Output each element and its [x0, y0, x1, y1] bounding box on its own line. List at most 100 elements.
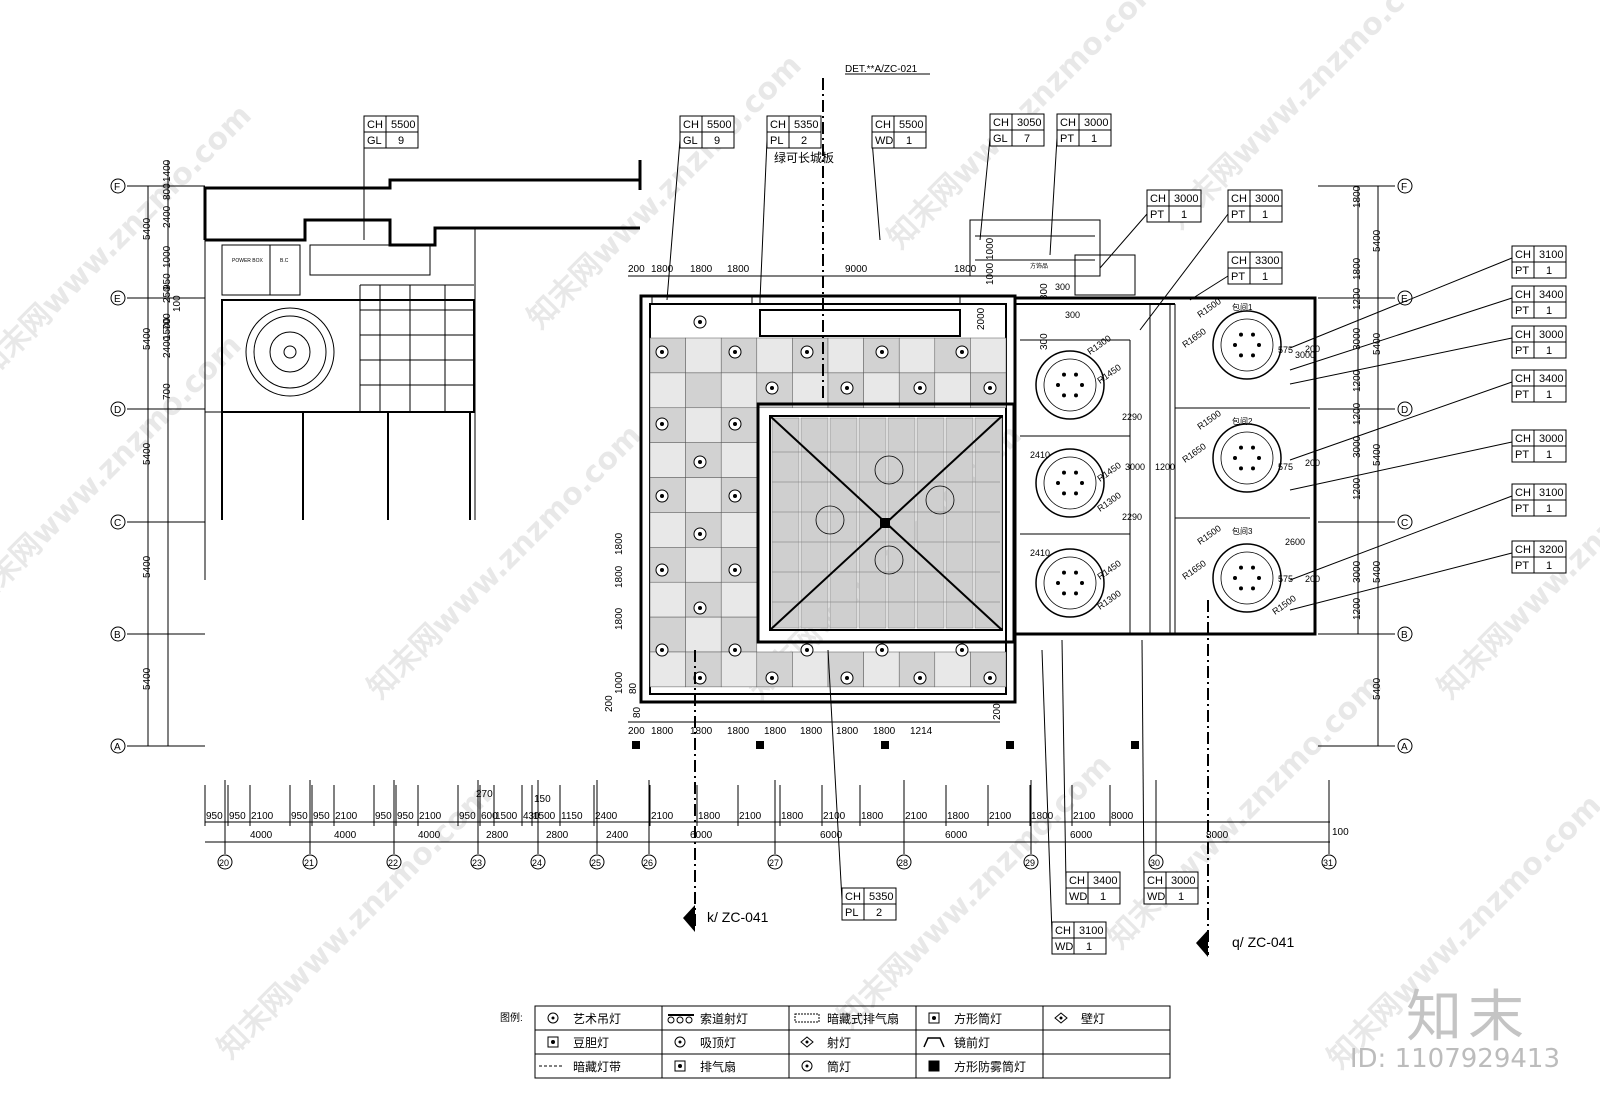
- grid-label-right: F: [1401, 182, 1407, 193]
- inner-panel: [974, 417, 1003, 629]
- room-dim-label: 2290: [1122, 412, 1142, 422]
- room-label: 包间3: [1232, 526, 1253, 536]
- tag-cell: [788, 131, 822, 149]
- grid-label-bottom: 20: [219, 858, 229, 868]
- round-ceiling-inner: [1220, 431, 1274, 485]
- dim-text-left: 1000: [162, 245, 173, 268]
- tag-key: CH: [1515, 249, 1531, 261]
- room-dim-label: 575: [1278, 574, 1293, 584]
- dim-text-center-left: 1800: [614, 565, 625, 588]
- central-hall-plan: [639, 294, 1017, 704]
- ceiling-lamp-icon: [674, 1036, 686, 1048]
- dim-text-center-bottom: 200: [628, 726, 645, 737]
- tag-key: GL: [993, 133, 1008, 145]
- dim-text-fine: 2100: [651, 811, 674, 822]
- ceiling-lamp-dot: [918, 676, 922, 680]
- dim-text-center-left: 80: [628, 682, 639, 694]
- grid-bubble-bottom: [530, 854, 546, 870]
- tag-value: 5500: [707, 119, 731, 131]
- dim-text-main: 4000: [418, 830, 441, 841]
- dim-text-fine: 2100: [419, 811, 442, 822]
- plan-right-label: 方饰品: [1030, 262, 1048, 270]
- tag-value: 3100: [1539, 487, 1563, 499]
- ceiling-tile: [934, 651, 971, 688]
- ceiling-lamp-dot: [660, 350, 664, 354]
- grid-label-right: D: [1401, 405, 1408, 416]
- dim-text-left: 5400: [142, 555, 153, 578]
- ceiling-tile: [649, 372, 686, 409]
- dim-text-small: 100: [1332, 827, 1349, 838]
- dim-text-center-small: 200: [992, 703, 1003, 720]
- watermark-text: 知末网www.znzmo.com: [0, 328, 249, 616]
- legend-label: 方形防雾筒灯: [954, 1059, 1026, 1074]
- dim-text-center-top: 9000: [845, 264, 868, 275]
- grid-bubble-right: [1397, 401, 1413, 417]
- legend-label: 射灯: [827, 1035, 851, 1050]
- grid-label-right: B: [1401, 630, 1408, 641]
- pendant-bulb: [1257, 343, 1261, 347]
- tag-cell: [1078, 129, 1112, 147]
- legend-icon-dot: [932, 1064, 936, 1068]
- watermark-text: 知末网www.znzmo.com: [521, 48, 809, 336]
- tag-leader: [1289, 552, 1513, 611]
- section-mark-q: q/ ZC-041: [1232, 934, 1294, 950]
- pendant-bulb: [1056, 581, 1060, 585]
- radius-label: R1500: [1195, 296, 1222, 319]
- legend-icon-dot: [805, 1064, 809, 1068]
- pendant-icon: [547, 1012, 559, 1024]
- ceiling-lamp-dot: [770, 386, 774, 390]
- ceiling-lamp-dot: [698, 532, 702, 536]
- tag-value: 3000: [1539, 329, 1563, 341]
- ceiling-tile: [756, 337, 793, 374]
- dim-text-main: 2400: [606, 830, 629, 841]
- grid-bubble-left: [110, 626, 126, 642]
- dim-text-left: 5400: [142, 327, 153, 350]
- tag-cell: [1165, 887, 1199, 905]
- dim-text-center-top: 1800: [727, 264, 750, 275]
- dim-text-fine: 2100: [251, 811, 274, 822]
- section-mark-k: k/ ZC-041: [707, 909, 769, 925]
- grid-label-right: E: [1401, 294, 1408, 305]
- grid-label-left: E: [114, 294, 121, 305]
- brand-watermark: 知末: [1406, 985, 1530, 1050]
- ceiling-tile: [970, 337, 1007, 374]
- column-marker: [881, 741, 889, 749]
- legend-label: 筒灯: [827, 1059, 851, 1074]
- tag-value: 3000: [1255, 193, 1279, 205]
- ceiling-lamp-dot: [880, 648, 884, 652]
- dim-text-fine: 8000: [1111, 811, 1134, 822]
- left-wing-plan: POWER BOX B.C: [203, 160, 642, 580]
- tag-value: 7: [1024, 133, 1030, 145]
- pendant-bulb: [1074, 470, 1078, 475]
- dim-text-left: 250: [162, 286, 173, 303]
- tag-leader: [979, 137, 991, 241]
- ceiling-tile: [720, 512, 758, 548]
- grid-label-bottom: 25: [591, 858, 601, 868]
- tag-value: 1: [1178, 891, 1184, 903]
- ceiling-tile: [649, 616, 686, 653]
- dim-text-fine: 950: [459, 811, 476, 822]
- dim-text-center-bottom: 1800: [800, 726, 823, 737]
- ceiling-tile: [720, 651, 758, 688]
- grid-bubble-bottom: [302, 854, 318, 870]
- grid-bubble-bottom: [1148, 854, 1164, 870]
- tag-key: PT: [1060, 133, 1074, 145]
- tag-value: 5350: [794, 119, 818, 131]
- ceiling-lamp-dot: [880, 350, 884, 354]
- radius-label: R1300: [1085, 333, 1112, 356]
- dim-text-fine: 950: [313, 811, 330, 822]
- tag-value: 2: [801, 135, 807, 147]
- pendant-bulb: [1239, 565, 1243, 570]
- inner-panel: [771, 417, 800, 629]
- dim-text-fine: 2100: [335, 811, 358, 822]
- tag-key: WD: [1147, 891, 1165, 903]
- grid-bubble-left: [110, 514, 126, 530]
- radius-label: R1450: [1095, 460, 1122, 483]
- ceiling-tile: [649, 442, 686, 478]
- tag-cell: [701, 131, 735, 149]
- tag-value: 3400: [1539, 289, 1563, 301]
